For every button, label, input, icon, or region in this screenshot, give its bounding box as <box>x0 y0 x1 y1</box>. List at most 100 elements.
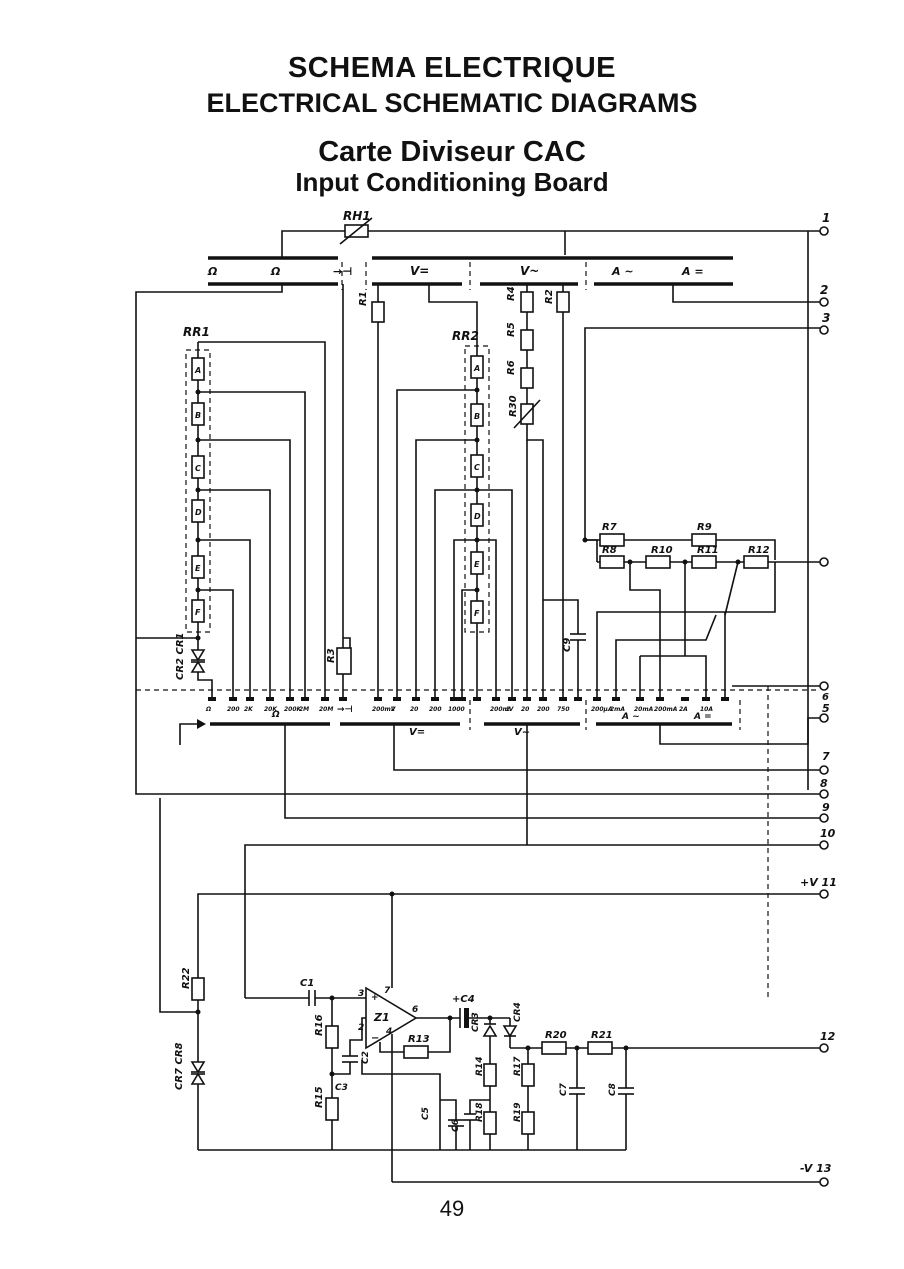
r13-label: R13 <box>408 1034 430 1045</box>
r22-label: R22 <box>181 967 192 989</box>
z1-label: Z1 <box>373 1011 390 1024</box>
switch-contact <box>229 697 237 701</box>
r4-r30-chain <box>513 284 544 698</box>
r5-label: R5 <box>506 322 517 337</box>
connector-3-label: 3 <box>822 311 830 325</box>
r21-label: R21 <box>591 1030 613 1041</box>
rr1-e: E <box>195 564 201 573</box>
range-label-vac: 20 <box>521 706 529 713</box>
connector-12 <box>819 1043 829 1053</box>
r18-label: R18 <box>475 1103 485 1122</box>
connector-1 <box>819 226 829 236</box>
top-switch-diode: →⊣ <box>333 265 352 278</box>
switch-contact <box>393 697 401 701</box>
top-switch-aac: A ~ <box>611 265 634 278</box>
z1-pin3: 3 <box>358 989 364 999</box>
r22-resistor <box>191 977 205 1062</box>
r30-label: R30 <box>508 395 519 417</box>
connector-11 <box>819 889 829 899</box>
switch-contact <box>721 697 729 701</box>
r13-feedback <box>379 1015 460 1059</box>
switch-contact <box>412 697 420 701</box>
switch-contact <box>246 697 254 701</box>
rr1-label: RR1 <box>183 325 210 339</box>
top-switch-ohm-b: Ω <box>270 265 280 278</box>
range-label-a: 200μA <box>591 706 613 713</box>
switch-contact <box>508 697 516 701</box>
r10-label: R10 <box>651 545 673 556</box>
r20-label: R20 <box>545 1030 567 1041</box>
switch-contact <box>473 697 481 701</box>
c5-label: C5 <box>421 1107 431 1120</box>
range-label-vdc: 1000 <box>448 706 465 713</box>
bottom-switch-adc: A = <box>693 712 712 722</box>
r19-label: R19 <box>513 1103 523 1122</box>
switch-contact <box>321 697 329 701</box>
cr3-label: CR3 <box>471 1012 481 1032</box>
switch-contact <box>492 697 500 701</box>
c9-label: C9 <box>562 638 573 652</box>
range-label-ohm: 20M <box>319 706 333 713</box>
range-label-ohm: 20K <box>264 706 278 713</box>
connector-2 <box>819 297 829 307</box>
c3-label: C3 <box>335 1083 348 1093</box>
rr2-taps <box>396 387 513 698</box>
r16-r15-resistors <box>325 998 339 1150</box>
shunt-network <box>582 533 820 698</box>
range-label-vac: 750 <box>557 706 570 713</box>
connector-10 <box>819 840 829 850</box>
cr1-cr2-diodes <box>136 635 213 698</box>
rr2-b: B <box>474 412 480 421</box>
r16-label: R16 <box>314 1014 325 1036</box>
z1-pin4: 4 <box>385 1027 392 1037</box>
z1-pin7: 7 <box>384 986 391 996</box>
top-switch-bars <box>208 256 733 290</box>
range-label-a: 20mA <box>634 706 654 713</box>
rr1-c: C <box>195 464 201 473</box>
connector-12-label: 12 <box>820 1030 836 1043</box>
board-title-french: Carte Diviseur CAC <box>318 136 586 168</box>
switch-contact <box>681 697 689 701</box>
connector-7 <box>819 765 829 775</box>
selector-arrow <box>179 723 197 745</box>
c7-label: C7 <box>559 1082 569 1096</box>
connector-6 <box>819 681 829 691</box>
rr2-c: C <box>474 463 480 472</box>
arrow-head-icon <box>197 719 206 729</box>
rr1-resistors <box>191 357 205 623</box>
rectifier-resistors <box>483 1045 566 1150</box>
switch-contact <box>450 697 458 701</box>
switch-contact <box>656 697 664 701</box>
range-label-vdc: 200 <box>429 706 442 713</box>
c5-c6-capacitors <box>440 1099 490 1150</box>
connector-9 <box>819 813 829 823</box>
r4-label: R4 <box>506 286 517 301</box>
top-switch-ohm: Ω <box>207 265 217 278</box>
connector-1-label: 1 <box>822 211 830 225</box>
rr1-taps <box>195 389 306 698</box>
r17-label: R17 <box>513 1056 523 1076</box>
range-label-ohm: 2K <box>244 706 254 713</box>
output-filter <box>541 1041 820 1150</box>
op-amp-plus: + <box>371 993 379 1003</box>
rr2-d: D <box>474 512 481 521</box>
c9-capacitor <box>543 599 586 698</box>
switch-contact <box>339 697 347 701</box>
top-switch-adc: A = <box>681 265 704 278</box>
cr7-cr8-label: CR7 CR8 <box>174 1042 185 1090</box>
rh1-resistor: RH1 <box>339 209 373 245</box>
range-label-vac: 200 <box>537 706 550 713</box>
range-label-vdc: 200mV <box>372 706 397 713</box>
connector-11-label: +V 11 <box>800 876 837 889</box>
range-label-vdc: 20 <box>410 706 418 713</box>
range-label-a: 200mA <box>654 706 678 713</box>
bottom-switch-ohm: Ω <box>271 710 280 720</box>
r11-label: R11 <box>697 545 719 556</box>
range-label-a: 2mA <box>610 706 625 713</box>
switch-contact <box>286 697 294 701</box>
connector-5 <box>819 713 829 723</box>
rr1-a: A <box>194 366 201 375</box>
top-wiring <box>281 230 820 790</box>
